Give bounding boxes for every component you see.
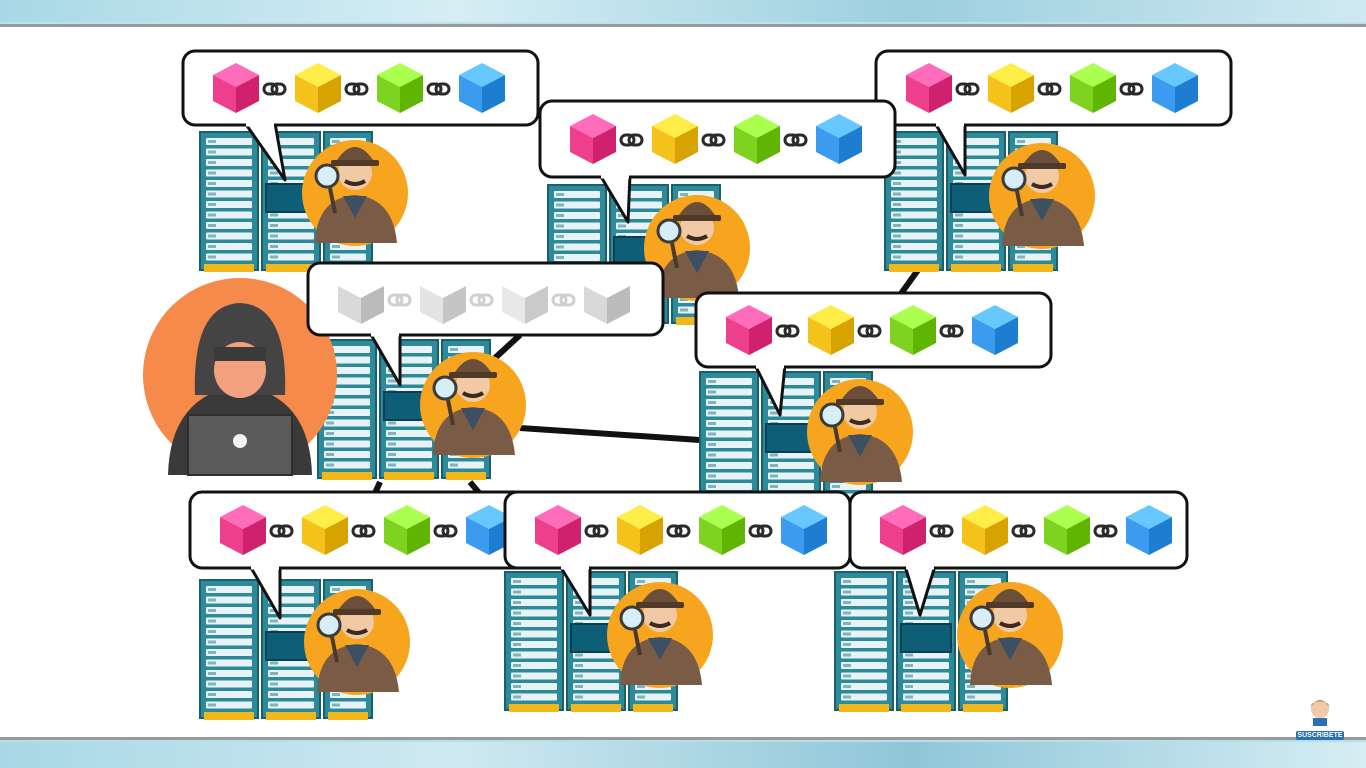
chain-link-icon xyxy=(433,524,458,538)
block-cube-icon xyxy=(570,114,616,164)
valid-chain-bubble xyxy=(188,490,547,620)
chain-link-icon xyxy=(929,524,954,538)
chain-link-icon xyxy=(262,82,287,96)
corrupted-block-cube-icon xyxy=(584,274,630,324)
chain-link-icon xyxy=(469,293,494,307)
detective-icon xyxy=(807,379,913,485)
chain-link-icon xyxy=(551,293,576,307)
block-cube-icon xyxy=(1126,505,1172,555)
chain-link-icon xyxy=(857,324,882,338)
block-cube-icon xyxy=(1152,63,1198,113)
block-cube-icon xyxy=(906,63,952,113)
block-cube-icon xyxy=(652,114,698,164)
chain-link-icon xyxy=(939,324,964,338)
network-link xyxy=(492,332,523,361)
network-link xyxy=(519,425,701,443)
hacker-icon xyxy=(143,278,337,476)
block-cube-icon xyxy=(1070,63,1116,113)
chain-link-icon xyxy=(1037,82,1062,96)
subscribe-label: SUSCRIBETE xyxy=(1296,731,1344,740)
chain-link-icon xyxy=(387,293,412,307)
block-cube-icon xyxy=(384,505,430,555)
subscribe-badge[interactable]: SUSCRIBETE xyxy=(1296,696,1344,742)
detective-icon xyxy=(302,140,408,246)
bottom-background-strip xyxy=(0,742,1366,768)
detective-icon xyxy=(644,195,750,301)
corrupted-block-cube-icon xyxy=(502,274,548,324)
detective-icon xyxy=(957,582,1063,688)
valid-chain-bubble xyxy=(181,49,540,182)
block-cube-icon xyxy=(962,505,1008,555)
block-cube-icon xyxy=(295,63,341,113)
chain-link-icon xyxy=(666,524,691,538)
block-cube-icon xyxy=(988,63,1034,113)
detective-icon xyxy=(607,582,713,688)
corrupted-block-cube-icon xyxy=(338,274,384,324)
detective-icon xyxy=(989,143,1095,249)
chain-link-icon xyxy=(1119,82,1144,96)
block-cube-icon xyxy=(220,505,266,555)
block-cube-icon xyxy=(377,63,423,113)
valid-chain-bubble xyxy=(848,490,1189,617)
block-cube-icon xyxy=(617,505,663,555)
chain-link-icon xyxy=(1011,524,1036,538)
block-cube-icon xyxy=(734,114,780,164)
valid-chain-bubble xyxy=(874,49,1233,177)
block-cube-icon xyxy=(972,305,1018,355)
corrupted-block-cube-icon xyxy=(420,274,466,324)
chain-link-icon xyxy=(584,524,609,538)
detective-icon xyxy=(420,352,526,458)
valid-chain-bubble xyxy=(694,291,1053,417)
chain-link-icon xyxy=(344,82,369,96)
block-cube-icon xyxy=(808,305,854,355)
block-cube-icon xyxy=(816,114,862,164)
chain-link-icon xyxy=(701,133,726,147)
chain-link-icon xyxy=(748,524,773,538)
chain-link-icon xyxy=(269,524,294,538)
chain-link-icon xyxy=(955,82,980,96)
block-cube-icon xyxy=(890,305,936,355)
corrupted-chain-bubble xyxy=(306,261,665,387)
block-cube-icon xyxy=(535,505,581,555)
block-cube-icon xyxy=(726,305,772,355)
block-cube-icon xyxy=(880,505,926,555)
chain-link-icon xyxy=(351,524,376,538)
valid-chain-bubble xyxy=(538,99,897,224)
block-cube-icon xyxy=(781,505,827,555)
block-cube-icon xyxy=(1044,505,1090,555)
chain-link-icon xyxy=(1093,524,1118,538)
chain-link-icon xyxy=(619,133,644,147)
detective-icon xyxy=(304,589,410,695)
block-cube-icon xyxy=(459,63,505,113)
chain-link-icon xyxy=(426,82,451,96)
network-link xyxy=(897,268,921,297)
chain-link-icon xyxy=(775,324,800,338)
chain-link-icon xyxy=(783,133,808,147)
block-cube-icon xyxy=(213,63,259,113)
block-cube-icon xyxy=(699,505,745,555)
top-background-strip xyxy=(0,0,1366,22)
block-cube-icon xyxy=(302,505,348,555)
subscriber-avatar-icon xyxy=(1310,700,1330,726)
